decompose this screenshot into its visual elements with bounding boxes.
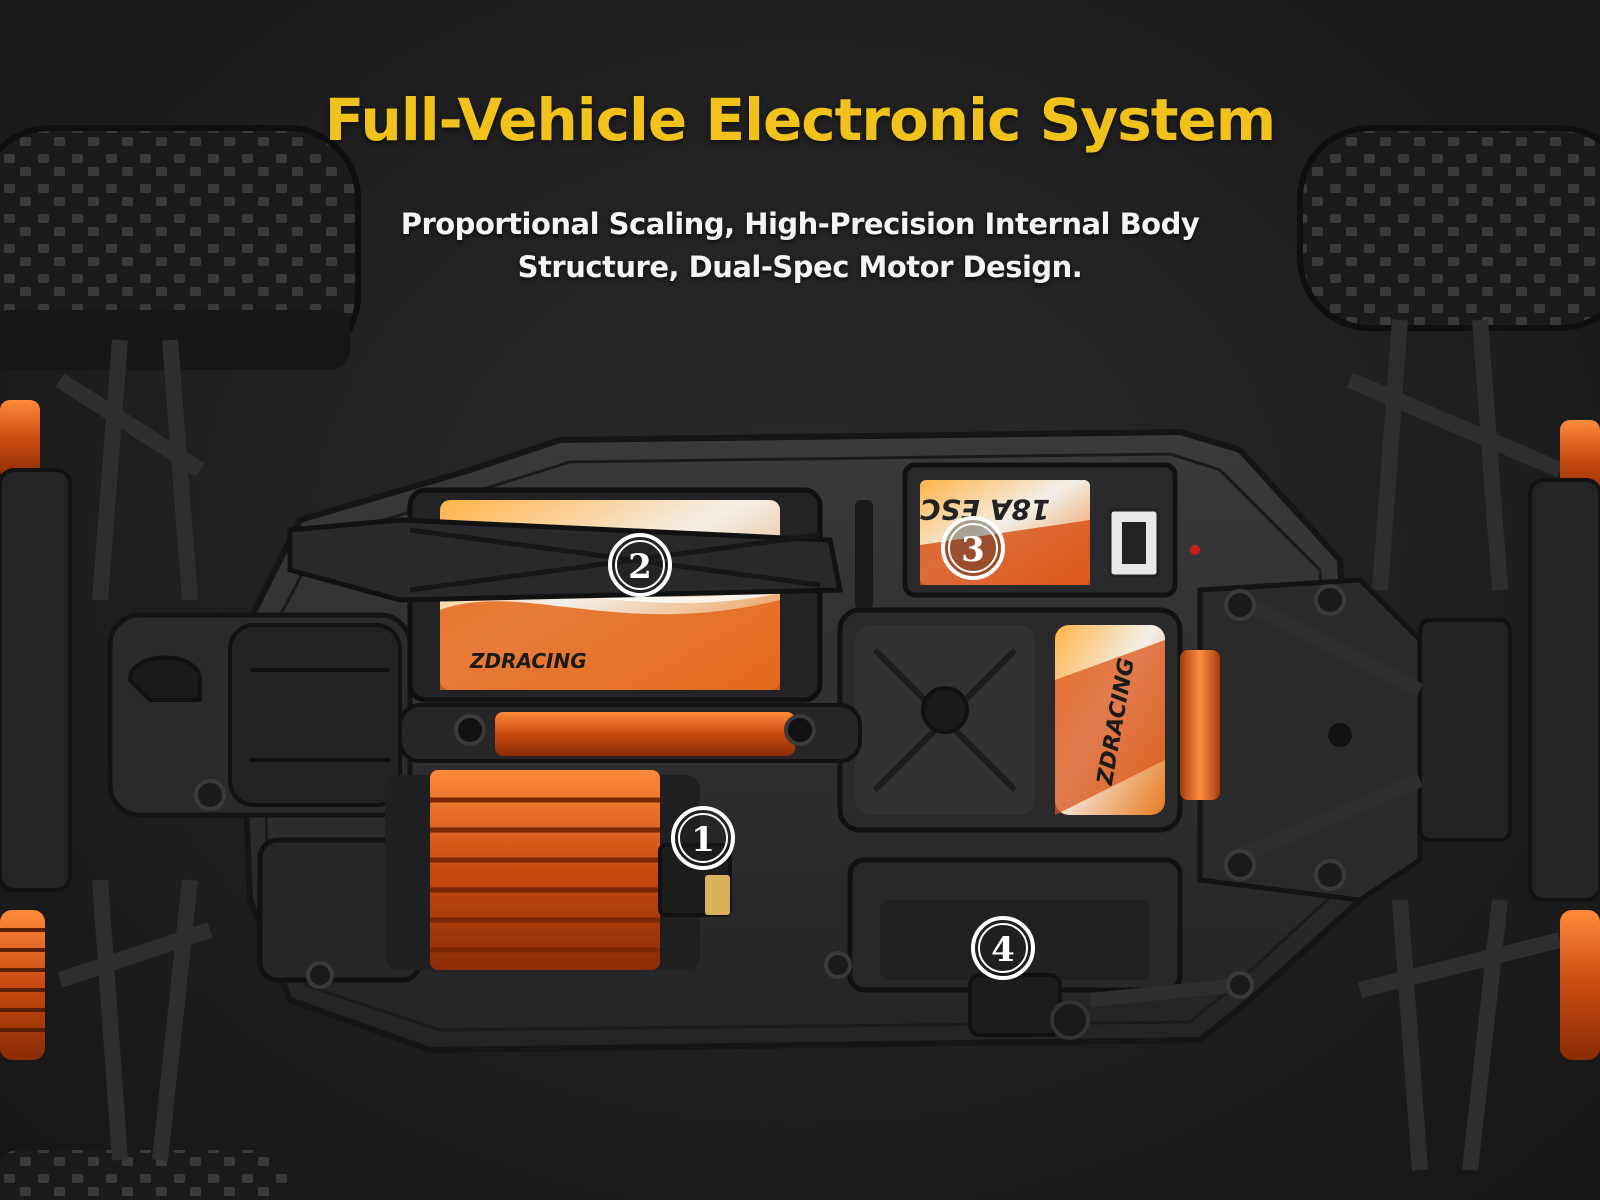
esc-unit: 18A ESC	[902, 462, 1200, 598]
battery-pack: ZDRACING	[287, 487, 873, 703]
page-title: Full-Vehicle Electronic System	[324, 86, 1276, 154]
callout-badge-3: 3	[941, 516, 1005, 580]
steering-servo	[847, 857, 1241, 1040]
rear-left-tire	[0, 1150, 290, 1200]
left-suspension	[55, 339, 213, 1161]
callout-number-4: 4	[991, 930, 1015, 970]
brushless-motor	[257, 770, 732, 983]
rear-gearbox	[107, 612, 413, 818]
callout-badge-2: 2	[608, 533, 672, 597]
callout-number-2: 2	[628, 547, 652, 587]
right-suspension	[1346, 319, 1564, 1171]
subtitle-line-2: Structure, Dual-Spec Motor Design.	[517, 250, 1083, 284]
steering-linkage	[1227, 593, 1424, 867]
subtitle-line-1: Proportional Scaling, High-Precision Int…	[400, 207, 1200, 241]
center-drive-shaft	[398, 703, 862, 763]
front-right-tire	[1297, 125, 1600, 331]
left-knuckle	[0, 468, 72, 892]
callout-badge-4: 4	[971, 916, 1035, 980]
callout-badge-1: 1	[671, 806, 735, 870]
front-left-tire	[0, 125, 361, 370]
left-shock-absorbers	[0, 400, 45, 1060]
callout-number-3: 3	[961, 530, 985, 570]
receiver-box: ZDRACING	[837, 607, 1220, 833]
right-knuckle	[1528, 478, 1600, 902]
battery-brand-label: ZDRACING	[469, 649, 587, 673]
callout-number-1: 1	[691, 820, 715, 860]
